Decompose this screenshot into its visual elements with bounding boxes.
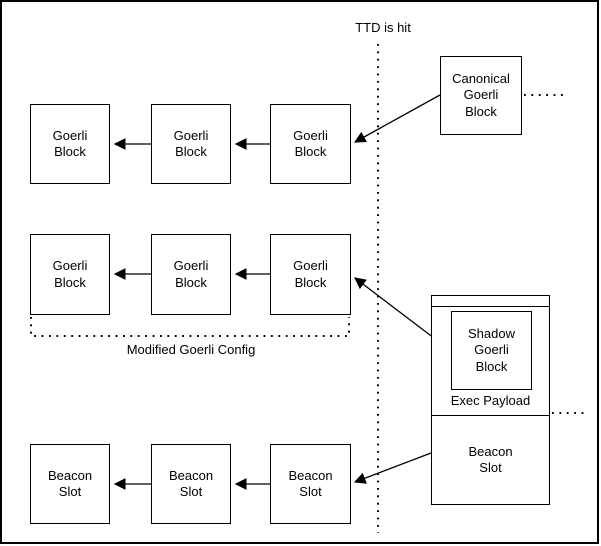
beacon-slot-2: Beacon Slot bbox=[151, 444, 231, 524]
goerli-block-row2-2: Goerli Block bbox=[151, 234, 231, 315]
canonical-goerli-block-label: Canonical Goerli Block bbox=[452, 71, 510, 119]
container-divider bbox=[432, 415, 549, 416]
goerli-block-label: Goerli Block bbox=[173, 127, 209, 159]
goerli-block-label: Goerli Block bbox=[293, 127, 328, 159]
arrow-container-to-beacon-row bbox=[353, 452, 432, 484]
beacon-slot-label: Beacon Slot bbox=[168, 467, 214, 499]
shadow-goerli-block-label: Shadow Goerli Block bbox=[468, 326, 515, 374]
canonical-goerli-block: Canonical Goerli Block bbox=[440, 56, 522, 135]
beacon-slot-container: Shadow Goerli Block Exec Payload Beacon … bbox=[431, 295, 550, 505]
goerli-block-row2-3: Goerli Block bbox=[270, 234, 351, 315]
modified-config-bracket bbox=[30, 317, 350, 337]
goerli-block-label: Goerli Block bbox=[52, 127, 88, 159]
goerli-block-row1-3: Goerli Block bbox=[270, 104, 351, 184]
beacon-slot-1: Beacon Slot bbox=[30, 444, 110, 524]
beacon-slot-label: Beacon Slot bbox=[288, 467, 333, 499]
container-beacon-slot-label: Beacon Slot bbox=[468, 443, 513, 475]
modified-goerli-config-label: Modified Goerli Config bbox=[126, 342, 256, 357]
goerli-block-row1-2: Goerli Block bbox=[151, 104, 231, 184]
ttd-label: TTD is hit bbox=[355, 20, 411, 35]
container-beacon-section: Beacon Slot bbox=[432, 416, 549, 504]
goerli-block-label: Goerli Block bbox=[293, 258, 328, 290]
goerli-block-row2-1: Goerli Block bbox=[30, 234, 110, 315]
container-header-band bbox=[432, 296, 549, 307]
beacon-slot-label: Beacon Slot bbox=[47, 467, 93, 499]
goerli-block-label: Goerli Block bbox=[173, 258, 209, 290]
exec-payload-label: Exec Payload bbox=[450, 393, 531, 408]
goerli-block-row1-1: Goerli Block bbox=[30, 104, 110, 184]
goerli-block-label: Goerli Block bbox=[52, 258, 88, 290]
shadow-goerli-block: Shadow Goerli Block bbox=[451, 311, 532, 390]
arrow-canonical-to-row1 bbox=[353, 94, 441, 143]
beacon-slot-3: Beacon Slot bbox=[270, 444, 351, 524]
